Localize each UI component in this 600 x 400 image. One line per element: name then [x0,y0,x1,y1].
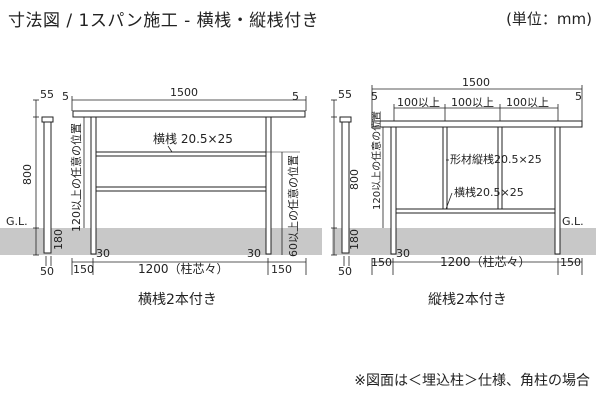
dim-5-left-a: 5 [62,90,69,103]
side-view-post-left [43,119,52,254]
dim-30-left-b: 30 [247,247,261,260]
dim-30-right: 30 [396,247,410,260]
note-60-left: 60以上の任意の位置 [286,155,300,257]
bottom-rail-right [395,208,556,214]
rail-label-left: 横桟 20.5×25 [153,132,233,146]
dim-50-right: 50 [338,265,352,278]
spacing-100-a: 100以上 [397,96,440,109]
spacing-100-b: 100以上 [451,96,494,109]
slat-label-right: 形材縦桟20.5×25 [450,152,542,166]
top-rail-left [72,110,306,118]
dim-150-right-a: 150 [371,256,392,269]
dim-800-right: 800 [348,169,361,190]
post-left-1 [90,116,97,255]
dim-1500-right: 1500 [462,76,490,89]
post-right-1 [390,126,397,255]
dim-1500-left: 1500 [170,86,198,99]
dim-150-right-b: 150 [560,256,581,269]
caption-left: 横桟2本付き [138,292,217,308]
rail-left-1 [95,151,267,157]
dim-5-left-b: 5 [292,90,299,103]
post-right-2 [554,126,561,255]
top-rail-right [371,120,583,128]
post-left-2 [265,116,272,255]
gl-label-left: G.L. [6,215,28,228]
dim-800-left: 800 [21,164,34,185]
footnote: ※図面は＜埋込柱＞仕様、角柱の場合 [354,373,590,389]
side-view-cap-right [339,116,352,123]
dim-30-left-a: 30 [96,247,110,260]
dim-50-left: 50 [40,265,54,278]
dim-55-right: 55 [338,88,352,101]
unit-label: (単位：mm) [506,10,592,28]
dim-5-right-a: 5 [371,90,378,103]
diagram-title: 寸法図 / 1スパン施工 - 横桟・縦桟付き [8,11,320,31]
rail-label-right: 横桟20.5×25 [454,185,524,199]
dim-180-left: 180 [52,229,65,250]
rail-left-2 [95,186,267,192]
caption-right: 縦桟2本付き [428,292,507,308]
gl-label-right: G.L. [562,215,584,228]
dim-5-right-b: 5 [575,90,582,103]
note-120-left: 120以上の任意の位置 [69,123,83,232]
dim-1200-left: 1200（柱芯々） [138,261,229,276]
slat-right-1 [442,126,448,214]
side-view-cap-left [41,116,54,123]
dim-150-left-a: 150 [73,263,94,276]
spacing-100-c: 100以上 [506,96,549,109]
note-120-right: 120以上の任意の位置 [370,111,383,210]
dim-180-right: 180 [348,229,361,250]
dim-150-left-b: 150 [271,263,292,276]
dim-55-left: 55 [40,88,54,101]
ground-band-right [332,228,596,255]
dim-1200-right: 1200（柱芯々） [440,254,531,269]
slat-right-2 [497,126,503,214]
